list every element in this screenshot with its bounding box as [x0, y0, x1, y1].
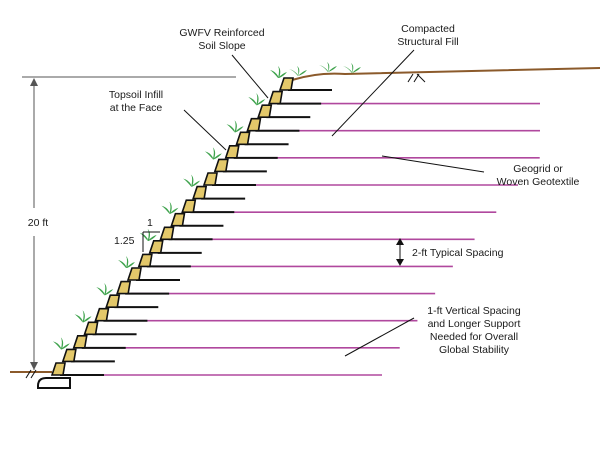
- fill-label-line1: Compacted: [401, 23, 455, 35]
- face-bag: [105, 294, 121, 308]
- gwfv-label-line1: GWFV Reinforced: [179, 27, 264, 39]
- spacing-label: 2-ft Typical Spacing: [412, 247, 504, 259]
- face-bag: [61, 348, 77, 363]
- plant-sprout-icon: [289, 66, 307, 76]
- face-bag: [235, 131, 251, 146]
- face-bag: [278, 77, 294, 91]
- note-line2: and Longer Support: [428, 318, 521, 330]
- face-bag: [116, 280, 132, 295]
- plant-sprout-icon: [161, 201, 179, 214]
- face-bag: [170, 212, 186, 227]
- plant-sprout-icon: [204, 147, 222, 160]
- height-dimension: [22, 76, 236, 370]
- slope-rise-label: 1.25: [114, 235, 135, 247]
- face-bag: [181, 199, 197, 213]
- topsoil-label-line2: at the Face: [110, 102, 163, 114]
- geogrid-label-line1: Geogrid or: [513, 163, 563, 175]
- face-bag: [83, 321, 99, 336]
- face-bag: [72, 335, 88, 349]
- face-bag: [268, 90, 284, 105]
- face-bag: [224, 145, 240, 159]
- face-bag: [257, 104, 273, 118]
- plant-sprout-icon: [96, 283, 114, 296]
- face-bag: [50, 362, 66, 376]
- face-bag: [126, 267, 142, 281]
- fill-label-line2: Structural Fill: [397, 36, 458, 48]
- wrap-layers: [60, 89, 332, 376]
- plant-sprout-icon: [248, 93, 266, 106]
- note-line1: 1-ft Vertical Spacing: [427, 305, 521, 317]
- face-bag: [137, 253, 153, 268]
- height-label: 20 ft: [28, 217, 49, 229]
- face-bag: [213, 158, 229, 173]
- face-bag: [192, 185, 208, 200]
- plant-sprout-icon: [139, 228, 157, 241]
- plant-sprout-icon: [270, 66, 287, 78]
- spacing-dimension: [396, 238, 404, 266]
- plant-sprout-icon: [343, 63, 361, 73]
- face-bag: [202, 172, 218, 186]
- geogrid-layers: [66, 102, 540, 376]
- plant-sprout-icon: [52, 62, 361, 350]
- ground-hatch-icon: [25, 73, 426, 379]
- geogrid-label-line2: Woven Geotextile: [497, 176, 580, 188]
- ground-line-top: [291, 67, 600, 81]
- face-bag: [148, 240, 164, 254]
- note-line4: Global Stability: [439, 344, 510, 356]
- topsoil-label-line1: Topsoil Infill: [109, 89, 163, 101]
- plant-sprout-icon: [118, 256, 135, 268]
- plant-sprout-icon: [319, 62, 337, 72]
- note-line3: Needed for Overall: [430, 331, 518, 343]
- face-bag: [94, 307, 110, 322]
- existing-ground: [10, 67, 600, 379]
- plant-sprout-icon: [226, 120, 244, 133]
- face-bag: [159, 226, 175, 241]
- slope-run-label: 1: [147, 217, 153, 229]
- face-bags: [50, 77, 294, 376]
- toe-footing: [37, 377, 71, 389]
- plant-sprout-icon: [52, 337, 70, 350]
- gwfv-label-line2: Soil Slope: [198, 40, 245, 52]
- plant-sprout-icon: [183, 174, 201, 187]
- slope-ratio-triangle: [142, 231, 160, 252]
- face-bag: [246, 117, 262, 132]
- leader-lines: [183, 49, 485, 357]
- plant-sprout-icon: [74, 310, 92, 323]
